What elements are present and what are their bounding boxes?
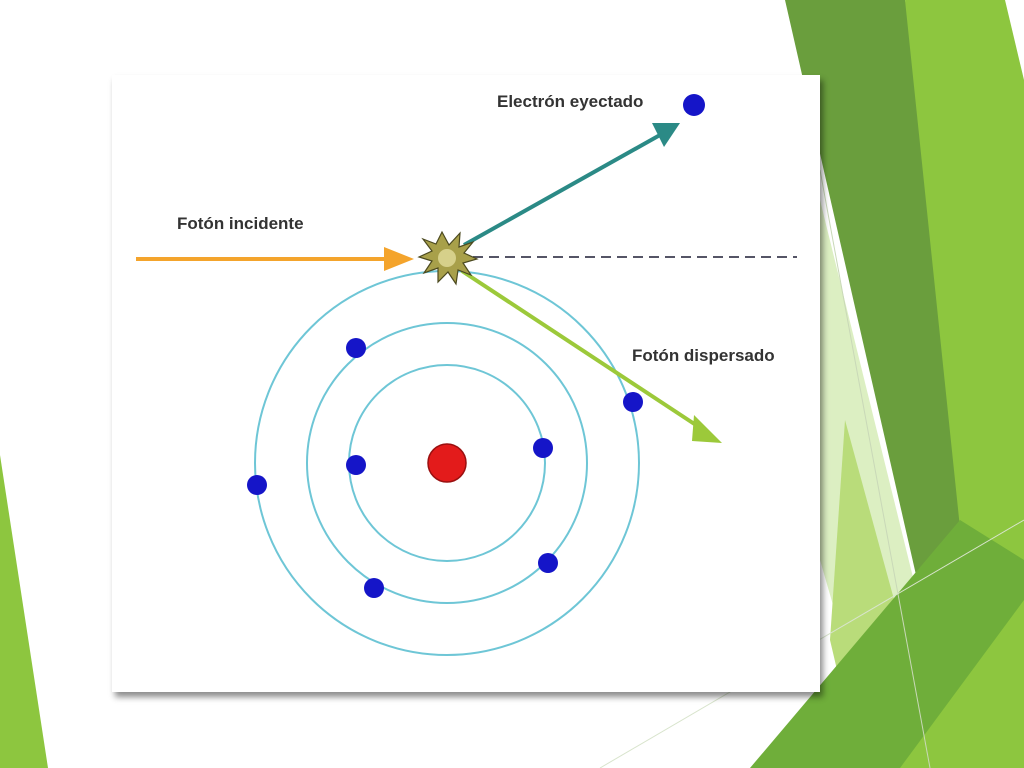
collision-core bbox=[438, 249, 456, 267]
label-scattered-photon: Fotón dispersado bbox=[632, 346, 775, 365]
electron bbox=[538, 553, 558, 573]
electron bbox=[247, 475, 267, 495]
electron bbox=[346, 455, 366, 475]
green-shape-left bbox=[0, 455, 48, 768]
electron bbox=[346, 338, 366, 358]
electron bbox=[364, 578, 384, 598]
electron bbox=[623, 392, 643, 412]
scattered-photon-arrow bbox=[460, 269, 704, 431]
thin-line bbox=[819, 169, 931, 768]
electron bbox=[533, 438, 553, 458]
scattered-photon-arrowhead bbox=[692, 415, 722, 443]
compton-diagram-card: Electrón eyectado Fotón incidente Fotón … bbox=[112, 75, 820, 692]
ejected-electron bbox=[683, 94, 705, 116]
label-incident-photon: Fotón incidente bbox=[177, 214, 304, 233]
label-ejected-electron: Electrón eyectado bbox=[497, 92, 643, 111]
nucleus bbox=[427, 443, 467, 483]
incident-photon-arrowhead bbox=[384, 247, 414, 271]
orbit-middle bbox=[306, 322, 588, 604]
green-shape-bottom-front bbox=[900, 600, 1024, 768]
compton-diagram: Electrón eyectado Fotón incidente Fotón … bbox=[136, 92, 797, 656]
ejected-electron-arrow bbox=[463, 133, 661, 247]
ejected-electron-arrowhead bbox=[652, 123, 680, 147]
